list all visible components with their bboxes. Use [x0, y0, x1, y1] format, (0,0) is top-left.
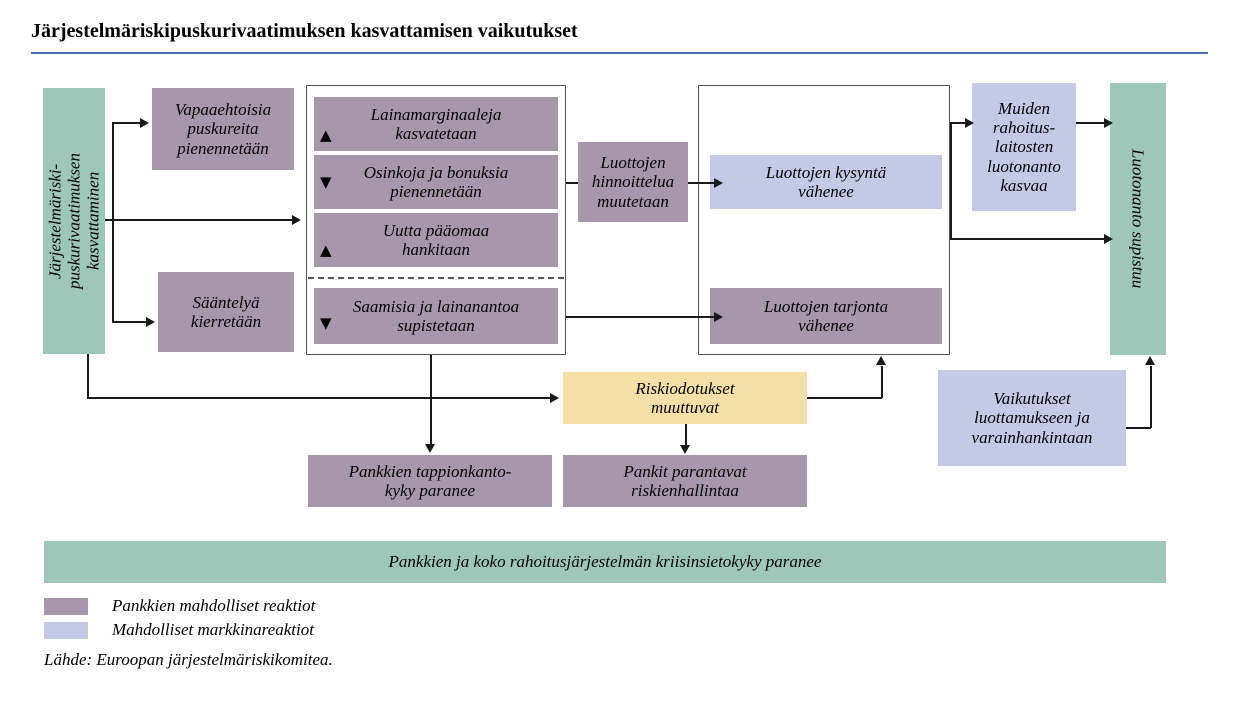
connector-risk-to-management — [685, 424, 687, 446]
arrowhead-other-to-lending — [1104, 118, 1113, 128]
connector-confidence-riser — [1150, 366, 1152, 428]
down-arrow-marker-receivables: ▼ — [320, 314, 332, 332]
node-credit-supply: Luottojen tarjonta vähenee — [710, 288, 942, 344]
legend-swatch-market-reactions — [44, 621, 88, 639]
connector-other-to-lending — [1076, 122, 1108, 124]
arrowhead-market-to-lending — [1104, 234, 1113, 244]
connector-frame-to-credit-supply — [566, 316, 716, 318]
legend-item-market-reactions: Mahdolliset markkinareaktiot — [44, 620, 314, 640]
arrowhead-to-credit-supply — [714, 312, 723, 322]
arrowhead-risk-to-market-frame — [876, 356, 886, 365]
arrowhead-to-credit-demand — [714, 178, 723, 188]
arrowhead-confidence-to-lending — [1145, 356, 1155, 365]
node-policy-input: Järjestelmäriski- puskurivaatimuksen kas… — [43, 88, 105, 354]
node-receivables-lending: ▼ Saamisia ja lainanantoa supistetaan — [314, 288, 558, 344]
arrowhead-to-loss-absorption — [425, 444, 435, 453]
arrowhead-to-bank-reactions-frame — [292, 215, 301, 225]
connector-frame-to-loan-pricing — [566, 182, 578, 184]
up-arrow-marker-loan-margins: ▲ — [320, 126, 332, 144]
connector-input-to-regulation — [112, 321, 147, 323]
node-risk-management: Pankit parantavat riskienhallintaa — [563, 455, 807, 507]
frame-dashed-separator — [308, 277, 564, 279]
up-arrow-marker-new-capital: ▲ — [320, 241, 332, 259]
connector-input-to-risk-expectations — [87, 397, 552, 399]
node-credit-demand: Luottojen kysyntä vähenee — [710, 155, 942, 209]
legend-item-bank-reactions: Pankkien mahdolliset reaktiot — [44, 596, 315, 616]
arrowhead-to-risk-expectations — [550, 393, 559, 403]
page-title: Järjestelmäriskipuskurivaatimuksen kasva… — [31, 20, 578, 42]
node-dividends-bonuses: ▼ Osinkoja ja bonuksia pienennetään — [314, 155, 558, 209]
node-risk-expectations: Riskiodotukset muuttuvat — [563, 372, 807, 424]
connector-input-trunk — [112, 122, 114, 322]
legend-label-market-reactions: Mahdolliset markkinareaktiot — [112, 620, 314, 639]
down-arrow-marker-dividends: ▼ — [320, 173, 332, 191]
connector-frame-bottom-drop — [430, 355, 432, 445]
connector-market-to-other-institutions — [950, 122, 968, 124]
node-voluntary-buffers: Vapaaehtoisia puskureita pienennetään — [152, 88, 294, 170]
arrowhead-to-other-institutions — [965, 118, 974, 128]
connector-risk-to-market-frame — [807, 397, 882, 399]
node-lending-contracts: Luotonanto supistuu — [1110, 83, 1166, 355]
node-policy-input-label: Järjestelmäriski- puskurivaatimuksen kas… — [45, 153, 103, 289]
connector-input-bottom-drop — [87, 354, 89, 398]
arrowhead-to-regulation — [146, 317, 155, 327]
arrowhead-to-risk-management — [680, 445, 690, 454]
node-loan-pricing: Luottojen hinnoittelua muutetaan — [578, 142, 688, 222]
source-note: Lähde: Euroopan järjestelmäriskikomitea. — [44, 650, 333, 669]
node-other-institutions: Muiden rahoitus- laitosten luotonanto ka… — [972, 83, 1076, 211]
connector-input-to-voluntary — [112, 122, 141, 124]
node-resilience-bar: Pankkien ja koko rahoitusjärjestelmän kr… — [44, 541, 1166, 583]
connector-market-bottom-riser — [950, 122, 952, 238]
node-confidence-funding: Vaikutukset luottamukseen ja varainhanki… — [938, 370, 1126, 466]
node-loan-margins: ▲ Lainamarginaaleja kasvatetaan — [314, 97, 558, 151]
connector-market-to-lending — [950, 238, 1108, 240]
node-regulation-arbitrage: Sääntelyä kierretään — [158, 272, 294, 352]
arrowhead-to-voluntary — [140, 118, 149, 128]
connector-pricing-to-demand — [688, 182, 716, 184]
connector-confidence-to-lending — [1126, 427, 1151, 429]
title-underline — [31, 52, 1208, 54]
node-new-capital: ▲ Uutta pääomaa hankitaan — [314, 213, 558, 267]
node-loss-absorption: Pankkien tappionkanto- kyky paranee — [308, 455, 552, 507]
legend-label-bank-reactions: Pankkien mahdolliset reaktiot — [112, 596, 316, 615]
connector-input-to-frame — [105, 219, 293, 221]
legend-swatch-bank-reactions — [44, 597, 88, 615]
connector-risk-riser — [881, 366, 883, 398]
